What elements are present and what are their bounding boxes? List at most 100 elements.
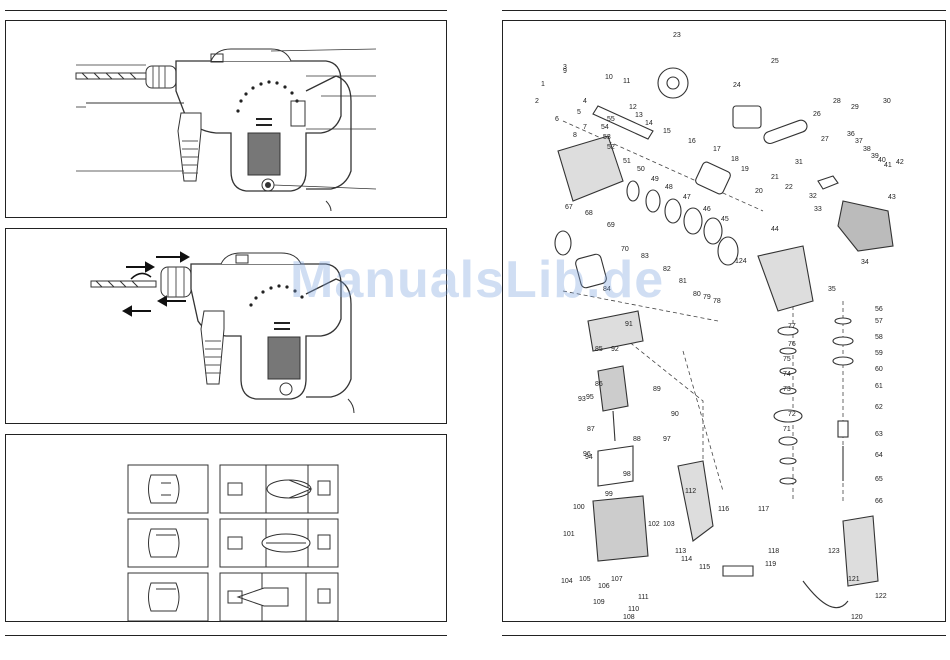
part-number-59: 59 xyxy=(875,350,883,357)
bottom-rule-left xyxy=(5,635,447,636)
part-number-96: 96 xyxy=(583,451,591,458)
part-number-99: 99 xyxy=(605,491,613,498)
part-number-8: 8 xyxy=(573,132,577,139)
part-number-92: 92 xyxy=(611,346,619,353)
part-number-102: 102 xyxy=(648,521,660,528)
part-number-68: 68 xyxy=(585,210,593,217)
part-number-109: 109 xyxy=(593,599,605,606)
part-number-44: 44 xyxy=(771,226,779,233)
part-number-97: 97 xyxy=(663,436,671,443)
part-number-110: 110 xyxy=(628,606,639,613)
part-number-labels: 1234567891011121314151617181920212223242… xyxy=(535,32,904,621)
part-number-113: 113 xyxy=(675,548,686,555)
part-number-13: 13 xyxy=(635,112,643,119)
exploded-view-drawing: 1234567891011121314151617181920212223242… xyxy=(535,32,904,621)
part-number-17: 17 xyxy=(713,146,721,153)
part-number-84: 84 xyxy=(603,286,611,293)
part-number-7: 7 xyxy=(583,124,587,131)
part-number-75: 75 xyxy=(783,356,791,363)
part-number-63: 63 xyxy=(875,431,883,438)
part-number-2: 2 xyxy=(535,98,539,105)
part-number-38: 38 xyxy=(863,146,871,153)
part-number-78: 78 xyxy=(713,298,721,305)
part-number-33: 33 xyxy=(814,206,822,213)
part-number-30: 30 xyxy=(883,98,891,105)
part-number-48: 48 xyxy=(665,184,673,191)
part-number-124: 124 xyxy=(735,258,747,265)
part-number-79: 79 xyxy=(703,294,711,301)
part-number-35: 35 xyxy=(828,286,836,293)
part-number-121: 121 xyxy=(848,576,860,583)
part-number-50: 50 xyxy=(637,166,645,173)
part-number-29: 29 xyxy=(851,104,859,111)
top-rule-right xyxy=(502,10,946,11)
part-number-61: 61 xyxy=(875,383,883,390)
part-number-20: 20 xyxy=(755,188,763,195)
part-number-71: 71 xyxy=(783,426,791,433)
part-number-62: 62 xyxy=(875,404,883,411)
part-number-57: 57 xyxy=(875,318,883,325)
tool-overview-panel xyxy=(5,20,447,218)
part-number-47: 47 xyxy=(683,194,691,201)
part-number-67: 67 xyxy=(565,204,573,211)
part-number-21: 21 xyxy=(771,174,779,181)
part-number-28: 28 xyxy=(833,98,841,105)
bit-insertion-drawing xyxy=(90,251,355,414)
part-number-16: 16 xyxy=(688,138,696,145)
part-number-119: 119 xyxy=(765,561,776,568)
bit-insertion-panel xyxy=(5,228,447,424)
part-number-60: 60 xyxy=(875,366,883,373)
part-number-5: 5 xyxy=(577,109,581,116)
part-number-105: 105 xyxy=(579,576,591,583)
part-number-117: 117 xyxy=(758,506,769,513)
mode-row-hammer-drill xyxy=(127,518,339,568)
part-number-24: 24 xyxy=(733,82,741,89)
part-number-77: 77 xyxy=(788,323,796,330)
part-number-107: 107 xyxy=(611,576,623,583)
part-number-14: 14 xyxy=(645,120,653,127)
part-number-23: 23 xyxy=(673,32,681,39)
part-number-100: 100 xyxy=(573,504,585,511)
part-number-46: 46 xyxy=(703,206,711,213)
part-number-87: 87 xyxy=(587,426,595,433)
part-number-56: 56 xyxy=(875,306,883,313)
part-number-34: 34 xyxy=(861,259,869,266)
part-number-64: 64 xyxy=(875,452,883,459)
bottom-rule-right xyxy=(502,635,946,636)
part-number-58: 58 xyxy=(875,334,883,341)
part-number-85: 85 xyxy=(595,346,603,353)
part-number-39: 39 xyxy=(871,153,879,160)
part-number-101: 101 xyxy=(563,531,575,538)
part-number-91: 91 xyxy=(625,321,633,328)
part-number-19: 19 xyxy=(741,166,749,173)
part-number-80: 80 xyxy=(693,291,701,298)
mode-row-drill xyxy=(127,464,339,514)
part-number-43: 43 xyxy=(888,194,896,201)
part-number-95: 95 xyxy=(586,394,594,401)
part-number-90: 90 xyxy=(671,411,679,418)
part-number-54: 54 xyxy=(601,124,609,131)
part-number-116: 116 xyxy=(718,506,729,513)
part-number-11: 11 xyxy=(623,78,630,85)
part-number-104: 104 xyxy=(561,578,573,585)
part-number-118: 118 xyxy=(768,548,779,555)
mode-row-chisel xyxy=(127,572,339,621)
part-number-26: 26 xyxy=(813,111,821,118)
part-number-70: 70 xyxy=(621,246,629,253)
part-number-6: 6 xyxy=(555,116,559,123)
part-number-51: 51 xyxy=(623,158,631,165)
part-number-106: 106 xyxy=(598,583,610,590)
part-number-41: 41 xyxy=(884,162,892,169)
mode-selector-panel xyxy=(5,434,447,622)
tool-overview-drawing xyxy=(75,48,377,212)
part-number-42: 42 xyxy=(896,159,904,166)
part-number-27: 27 xyxy=(821,136,829,143)
part-number-53: 53 xyxy=(603,134,611,141)
part-number-65: 65 xyxy=(875,476,883,483)
part-number-86: 86 xyxy=(595,381,603,388)
part-number-88: 88 xyxy=(633,436,641,443)
part-number-25: 25 xyxy=(771,58,779,65)
part-number-22: 22 xyxy=(785,184,793,191)
part-number-66: 66 xyxy=(875,498,883,505)
